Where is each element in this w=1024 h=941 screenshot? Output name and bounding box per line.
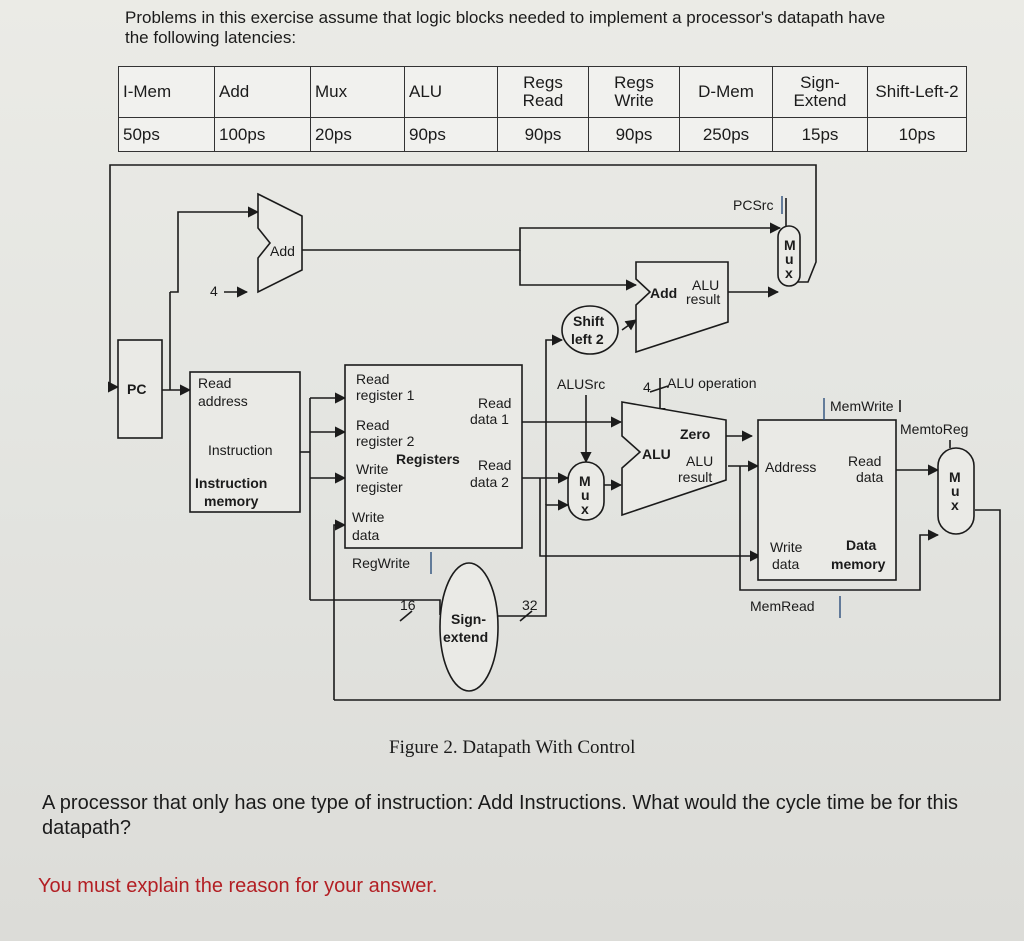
imem-read-address-label: address <box>198 393 248 409</box>
latency-header-cell: Regs Read <box>497 66 589 118</box>
mux-letter: M <box>784 237 796 253</box>
latency-header-cell: ALU <box>404 66 498 118</box>
regs-label: data 2 <box>470 474 509 490</box>
mux-letter: x <box>581 501 589 517</box>
data-memory <box>757 419 897 581</box>
question-text: A processor that only has one type of in… <box>42 792 959 839</box>
latency-value-cell: 250ps <box>679 117 773 152</box>
latency-value-cell: 100ps <box>214 117 311 152</box>
regs-label: data <box>352 527 379 543</box>
alusrc-mux <box>567 461 605 521</box>
memread-label: MemRead <box>750 598 815 614</box>
mux-letter: u <box>951 483 960 499</box>
dmem-name: Data <box>846 537 877 553</box>
imem-instruction-label: Instruction <box>208 442 273 458</box>
regs-label: data 1 <box>470 411 509 427</box>
regwrite-label: RegWrite <box>352 555 410 571</box>
regs-label: Read <box>478 457 511 473</box>
latency-value-row: 50ps 100ps 20ps 90ps 90ps 90ps 250ps 15p… <box>118 117 967 152</box>
latency-value-cell: 90ps <box>497 117 589 152</box>
constant-four: 4 <box>210 283 218 299</box>
alu-unit <box>621 401 727 517</box>
mux-letter: M <box>579 473 591 489</box>
regs-label: Read <box>356 417 389 433</box>
regs-label: register 1 <box>356 387 415 403</box>
latency-value-cell: 50ps <box>118 117 215 152</box>
latency-header-cell: I-Mem <box>118 66 215 118</box>
pc-adder <box>257 192 303 294</box>
pc-label: PC <box>127 381 146 397</box>
alu-result-label: result <box>678 469 712 485</box>
sign-extend-label: extend <box>443 629 488 645</box>
latency-header-cell: Add <box>214 66 311 118</box>
regs-label: Read <box>478 395 511 411</box>
regs-name: Registers <box>396 451 460 467</box>
mux-letter: x <box>785 265 793 281</box>
alu-zero-label: Zero <box>680 426 710 442</box>
dmem-write-data-label: Write <box>770 539 803 555</box>
shift-left-label: Shift <box>573 313 604 329</box>
imem-read-address-label: Read <box>198 375 231 391</box>
latency-header-cell: Sign-Extend <box>772 66 868 118</box>
regs-label: Write <box>356 461 389 477</box>
intro-text: Problems in this exercise assume that lo… <box>125 8 886 47</box>
dmem-name: memory <box>831 556 886 572</box>
sign-extend-unit <box>439 562 499 692</box>
datapath-wires <box>107 164 1001 701</box>
pcsrc-mux <box>777 225 801 287</box>
imem-name: memory <box>204 493 259 509</box>
regs-label: register <box>356 479 403 495</box>
mux-letter: M <box>949 469 961 485</box>
instruction-memory <box>189 371 301 513</box>
latency-value-cell: 90ps <box>588 117 680 152</box>
mux-letter: u <box>581 487 590 503</box>
dmem-write-data-label: data <box>772 556 799 572</box>
mux-letter: u <box>785 251 794 267</box>
shift-left-unit <box>561 305 619 355</box>
imem-name: Instruction <box>195 475 267 491</box>
branch-adder-label: result <box>686 291 720 307</box>
latency-header-cell: D-Mem <box>679 66 773 118</box>
latency-table: I-Mem Add Mux ALU Regs Read Regs Write D… <box>118 66 967 152</box>
latency-header-cell: Mux <box>310 66 405 118</box>
dmem-read-data-label: data <box>856 469 883 485</box>
pc-register <box>117 339 163 439</box>
latency-value-cell: 20ps <box>310 117 405 152</box>
alu-operation-label: ALU operation <box>667 375 757 391</box>
regs-label: Write <box>352 509 385 525</box>
regs-label: Read <box>356 371 389 387</box>
shift-left-label: left 2 <box>571 331 604 347</box>
sign-extend-label: Sign- <box>451 611 486 627</box>
branch-adder <box>635 261 729 354</box>
bits-out-label: 32 <box>522 597 538 613</box>
mux-letter: x <box>951 497 959 513</box>
register-file <box>344 364 523 549</box>
dmem-read-data-label: Read <box>848 453 881 469</box>
memtoreg-label: MemtoReg <box>900 421 968 437</box>
memwrite-label: MemWrite <box>830 398 894 414</box>
latency-value-cell: 10ps <box>867 117 967 152</box>
regs-label: register 2 <box>356 433 415 449</box>
alu-result-label: ALU <box>686 453 713 469</box>
pcsrc-label: PCSrc <box>733 197 773 213</box>
dmem-address-label: Address <box>765 459 816 475</box>
instruction-note: You must explain the reason for your ans… <box>38 875 438 897</box>
branch-adder-label: ALU <box>692 277 719 293</box>
latency-value-cell: 15ps <box>772 117 868 152</box>
branch-adder-label: Add <box>650 285 677 301</box>
latency-value-cell: 90ps <box>404 117 498 152</box>
alu-op-bits: 4 <box>643 379 651 395</box>
alusrc-label: ALUSrc <box>557 376 605 392</box>
pc-adder-label: Add <box>270 243 295 259</box>
figure-caption: Figure 2. Datapath With Control <box>389 737 636 758</box>
bits-in-label: 16 <box>400 597 416 613</box>
memtoreg-mux <box>937 447 975 535</box>
alu-name: ALU <box>642 446 671 462</box>
